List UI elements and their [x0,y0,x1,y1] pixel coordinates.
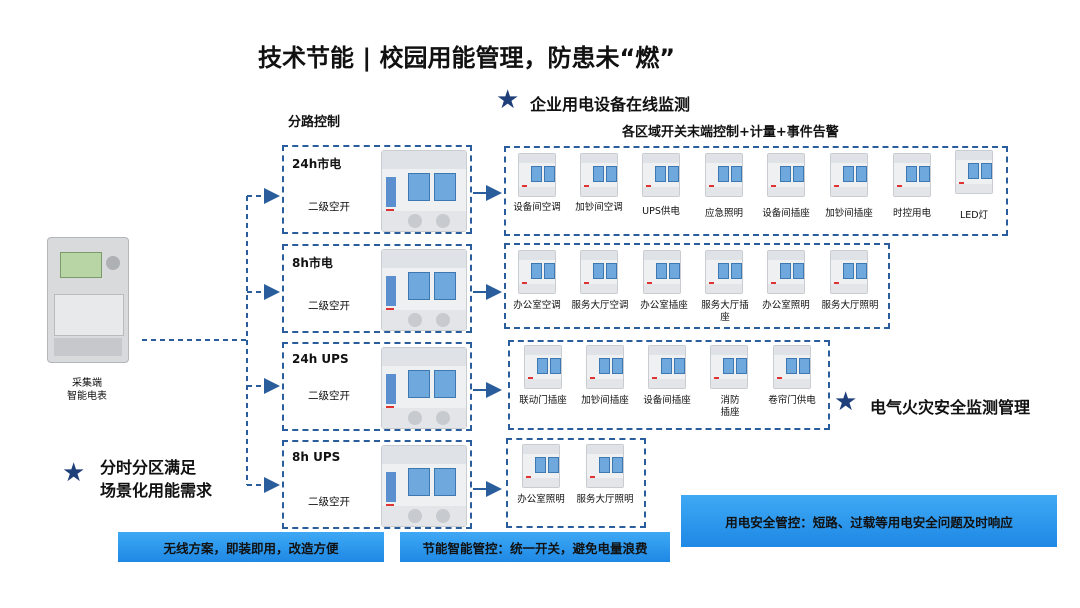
device-row-2 [504,243,890,329]
scenario-note-line1: 分时分区满足 [100,458,197,477]
scenario-note-line2: 场景化用能需求 [100,481,213,501]
branch-label: 24h市电 [292,157,342,171]
smart-meter-image [47,237,129,363]
breaker-image [381,150,467,232]
meter-label-line1: 采集端 [72,378,102,389]
device-label: 办公室照明 [762,300,810,311]
star-icon: ★ [62,458,86,488]
device-breaker-image [830,250,868,294]
device-breaker-image [767,153,805,197]
monitor-heading: 企业用电设备在线监测 [530,95,691,114]
device-breaker-image [580,250,618,294]
branch-box-24h-ups: 24h UPS 二级空开 [282,342,472,431]
branch-label: 8h UPS [292,450,341,464]
branch-box-24h-mains: 24h市电 二级空开 [282,145,472,234]
device-breaker-image [522,444,560,488]
branch-label: 24h UPS [292,352,349,366]
device-breaker-image [705,250,743,294]
device-label: 服务大厅插座 [701,300,749,323]
breaker-image [381,347,467,429]
device-label: 应急照明 [704,208,743,219]
branch-sub-label: 二级空开 [308,300,350,312]
device-label: LED灯 [959,210,989,221]
wireless-banner: 无线方案，即装即用，改造方便 [118,532,384,562]
device-label: UPS供电 [642,206,680,217]
device-label: 设备间插座 [762,208,810,219]
device-label: 服务大厅照明 [821,300,879,311]
device-label: 设备间空调 [513,202,561,213]
device-label: 消防插座 [720,395,740,418]
device-row-4 [506,438,646,528]
star-icon: ★ [834,387,858,417]
breaker-image [381,249,467,331]
branch-sub-label: 二级空开 [308,496,350,508]
device-label: 加钞间空调 [575,202,623,213]
meter-label-line2: 智能电表 [67,391,107,402]
device-label: 联动门插座 [519,395,567,406]
device-breaker-image [524,345,562,389]
branch-label: 8h市电 [292,256,333,270]
device-breaker-image [518,153,556,197]
branch-sub-label: 二级空开 [308,201,350,213]
zone-heading: 各区域开关末端控制+计量+事件告警 [622,125,839,140]
device-label: 加钞间插座 [581,395,629,406]
device-row-1 [504,146,1008,236]
device-label: 服务大厅空调 [571,300,629,311]
branch-heading: 分路控制 [288,115,341,130]
device-breaker-image [648,345,686,389]
device-breaker-image [642,153,680,197]
device-label: 卷帘门供电 [768,395,816,406]
device-label: 加钞间插座 [825,208,873,219]
device-label: 办公室插座 [640,300,688,311]
device-breaker-image [955,150,993,194]
page-title: 技术节能 | 校园用能管理，防患未“燃” [258,44,676,72]
meter-label: 采集端 智能电表 [42,377,132,403]
fire-safety-heading: 电气火灾安全监测管理 [870,398,1031,417]
device-breaker-image [518,250,556,294]
device-breaker-image [893,153,931,197]
device-breaker-image [710,345,748,389]
energy-banner: 节能智能管控：统一开关，避免电量浪费 [400,532,670,562]
branch-box-8h-ups: 8h UPS 二级空开 [282,440,472,529]
device-label: 服务大厅照明 [576,494,634,505]
device-breaker-image [773,345,811,389]
device-breaker-image [830,153,868,197]
device-label: 办公室空调 [513,300,561,311]
device-label: 设备间插座 [643,395,691,406]
device-row-3 [508,340,830,430]
branch-sub-label: 二级空开 [308,390,350,402]
device-label: 时控用电 [892,208,931,219]
safety-banner: 用电安全管控：短路、过载等用电安全问题及时响应 [681,495,1057,547]
device-breaker-image [643,250,681,294]
device-label: 办公室照明 [517,494,565,505]
star-icon: ★ [496,85,520,115]
breaker-image [381,445,467,527]
device-breaker-image [580,153,618,197]
device-breaker-image [586,345,624,389]
scenario-note: 分时分区满足 场景化用能需求 [100,456,212,502]
branch-box-8h-mains: 8h市电 二级空开 [282,244,472,333]
device-breaker-image [586,444,624,488]
device-breaker-image [705,153,743,197]
device-breaker-image [767,250,805,294]
